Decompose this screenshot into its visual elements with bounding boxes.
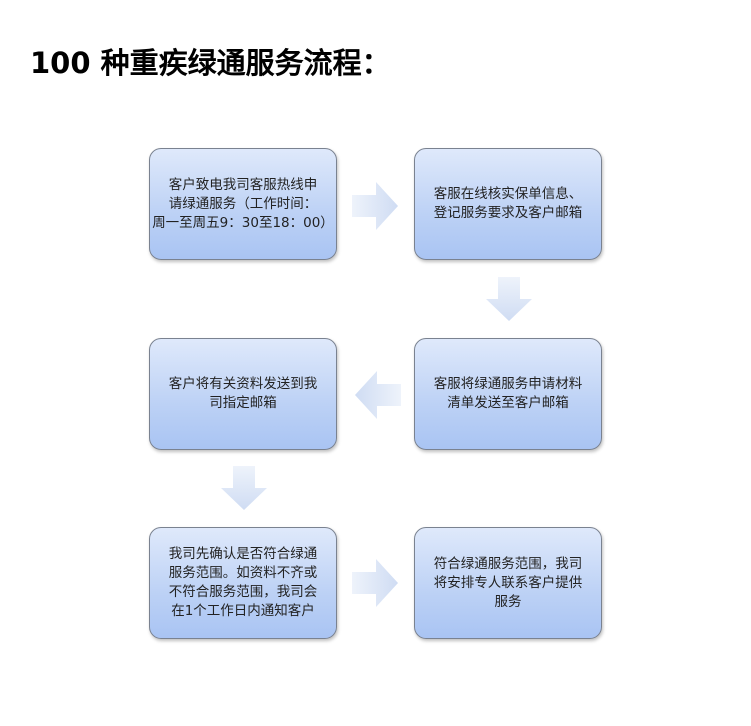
step-text-line: 我司先确认是否符合绿通 [168, 546, 318, 562]
step-text-line: 符合绿通服务范围，我司 [433, 555, 583, 572]
step-6-box: 符合绿通服务范围，我司将安排专人联系客户提供服务 [414, 527, 602, 639]
step-4-box: 客户将有关资料发送到我司指定邮箱 [149, 338, 337, 450]
step-text-line: 客户将有关资料发送到我 [168, 376, 318, 392]
arrow-down-icon [221, 466, 267, 510]
step-text-line: 在1个工作日内通知客户 [171, 603, 315, 619]
step-5-box: 我司先确认是否符合绿通服务范围。如资料不齐或不符合服务范围，我司会在1个工作日内… [149, 527, 337, 639]
step-text-line: 登记服务要求及客户邮箱 [433, 205, 583, 221]
page-title: 100 种重疾绿通服务流程： [30, 46, 391, 80]
step-text-line: 客户致电我司客服热线申 [168, 176, 318, 193]
arrow-right-icon [352, 559, 398, 607]
step-2-box: 客服在线核实保单信息、登记服务要求及客户邮箱 [414, 148, 602, 260]
step-text-line: 不符合服务范围，我司会 [168, 584, 318, 600]
step-text-line: 服务 [494, 593, 522, 610]
step-text-line: 客服将绿通服务申请材料 [433, 376, 583, 392]
step-1-box: 客户致电我司客服热线申请绿通服务（工作时间： 周一至周五9：30至18：00） [149, 148, 337, 260]
step-3-box: 客服将绿通服务申请材料清单发送至客户邮箱 [414, 338, 602, 450]
step-text-line: 服务范围。如资料不齐或 [168, 565, 318, 581]
step-text-line: 请绿通服务（工作时间： [168, 195, 318, 212]
step-text-line: 司指定邮箱 [209, 395, 277, 411]
step-text-line: 周一至周五9：30至18：00） [152, 214, 334, 231]
step-text-line: 客服在线核实保单信息、 [433, 186, 583, 202]
arrow-down-icon [486, 277, 532, 321]
step-text-line: 将安排专人联系客户提供 [433, 574, 583, 591]
arrow-left-icon [355, 371, 401, 419]
arrow-right-icon [352, 182, 398, 230]
step-text-line: 清单发送至客户邮箱 [447, 395, 569, 411]
